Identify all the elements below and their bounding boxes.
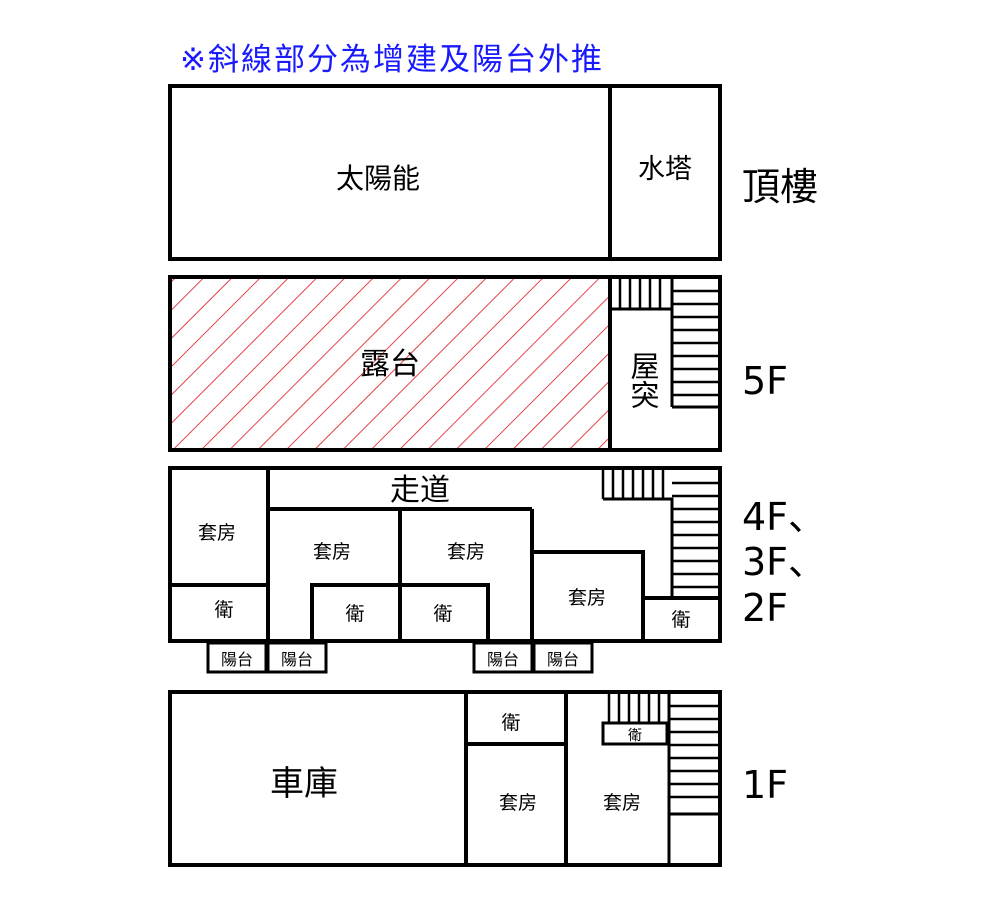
fifth-floor-label: 5F <box>742 359 788 403</box>
typical-floor-plan: 走道 套房 套房 套房 套房 衛 衛 衛 衛 陽台 陽台 陽台 陽台 4F、 3… <box>168 466 826 674</box>
rooftop-room-label: 屋突 <box>626 351 660 409</box>
balcony-4 <box>532 641 594 674</box>
floor-label-4f: 4F、 <box>742 495 826 539</box>
suite-label-2: 套房 <box>313 541 351 563</box>
terrace-label: 露台 <box>360 347 420 382</box>
stair-edge-typical <box>603 497 674 598</box>
suite-label-3: 套房 <box>447 541 485 563</box>
stair-balusters-typical <box>601 468 665 499</box>
suite-label-1f-a: 套房 <box>499 792 537 814</box>
garage-label: 車庫 <box>270 764 338 804</box>
stair-treads-1f <box>669 704 720 799</box>
roof-outline <box>168 84 722 261</box>
suite-label-1f-b: 套房 <box>603 792 641 814</box>
bath-label-2: 衛 <box>345 603 364 625</box>
balcony-label-4: 陽台 <box>547 650 579 669</box>
balcony-label-2: 陽台 <box>281 650 313 669</box>
bath-label-1: 衛 <box>214 599 233 621</box>
bath-label-4: 衛 <box>671 609 690 631</box>
small-bath-box <box>601 721 669 746</box>
small-bath-label-1f: 衛 <box>628 728 642 744</box>
balcony-label-1: 陽台 <box>221 650 253 669</box>
fifth-floor-outline <box>168 275 722 452</box>
fifth-floor-plan: 露台 屋突 5F <box>168 275 788 452</box>
balcony-2 <box>266 641 328 674</box>
balcony-label-3: 陽台 <box>487 650 519 669</box>
floor-label-3f: 3F、 <box>742 540 826 584</box>
bath-label-3: 衛 <box>433 603 452 625</box>
first-floor-outline <box>168 690 722 867</box>
balcony-1 <box>206 641 268 674</box>
solar-label: 太陽能 <box>336 162 420 195</box>
terrace-hatch <box>170 277 610 450</box>
suite-label-1: 套房 <box>198 522 236 544</box>
corridor-label: 走道 <box>390 473 450 508</box>
stair-treads-5f <box>672 289 720 397</box>
wall-mid-baths <box>310 583 490 641</box>
stair-treads-typical <box>672 481 720 589</box>
wall-right-suite <box>532 550 645 641</box>
bath-label-1f: 衛 <box>501 712 520 734</box>
roof-plan: 太陽能 水塔 頂樓 <box>168 84 818 261</box>
first-floor-label: 1F <box>742 763 788 807</box>
stair-balusters-1f <box>607 692 661 723</box>
first-floor-plan: 車庫 衛 衛 套房 套房 1F <box>168 690 788 867</box>
roof-floor-label: 頂樓 <box>742 165 818 209</box>
suite-label-4: 套房 <box>568 587 606 609</box>
typical-floor-outline <box>168 466 722 643</box>
water-tower-label: 水塔 <box>638 154 692 185</box>
floor-label-2f: 2F <box>742 586 788 630</box>
balcony-3 <box>472 641 534 674</box>
annotation-note: ※斜線部分為增建及陽台外推 <box>180 42 604 78</box>
stair-balusters-5f <box>618 277 662 309</box>
